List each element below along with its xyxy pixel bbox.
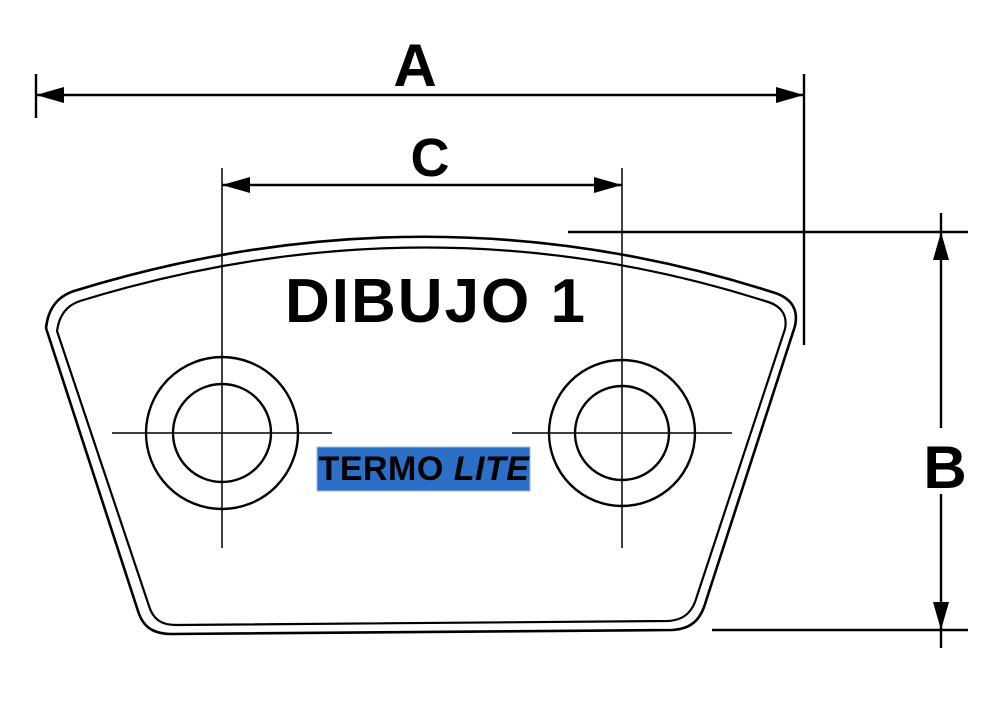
dim-a-arrow-left [36,87,64,103]
pad-inner-contour [55,246,787,627]
dim-c-arrow-right [594,177,622,193]
termolite-logo: TERMO LITE [316,446,531,492]
pad-outer-contour [44,235,798,636]
logo-text-main: TERMO [319,450,444,488]
dimension-b-group [568,213,968,648]
dim-b-label-background [918,428,972,494]
logo-background [316,446,531,492]
dim-b-arrow-top [933,232,949,260]
logo-text: TERMO LITE [319,450,531,488]
drawing-title: DIBUJO 1 [285,267,587,336]
dimension-c-group [222,177,622,193]
logo-text-accent: LITE [454,450,530,488]
dim-c-label: C [411,128,450,188]
dimension-a-group [34,74,806,345]
dim-a-arrow-right [776,87,804,103]
dim-b-arrow-bottom [933,602,949,630]
dim-c-arrow-left [222,177,250,193]
dim-b-label: B [923,434,966,501]
pad-outline-group [44,235,798,636]
dim-a-label: A [393,32,436,99]
